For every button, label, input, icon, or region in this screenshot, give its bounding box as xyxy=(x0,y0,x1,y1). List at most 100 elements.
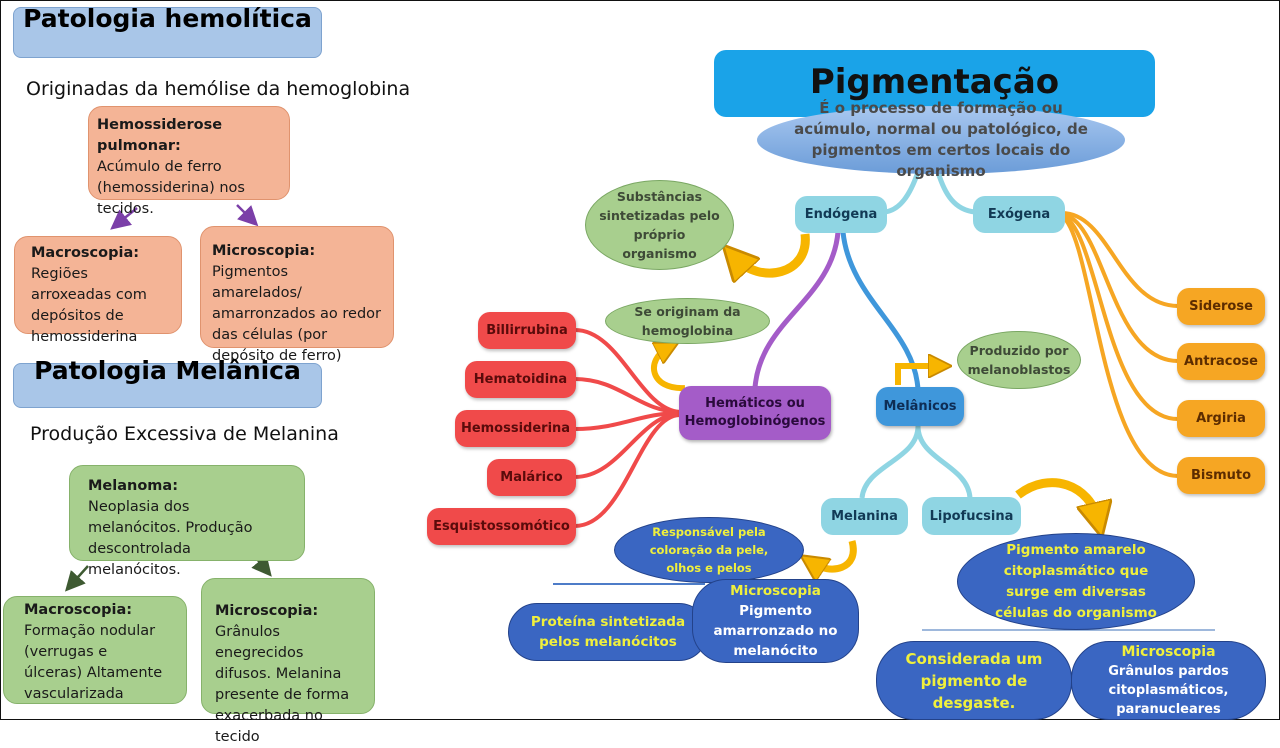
link-malarico xyxy=(574,412,681,479)
exogena-item[interactable]: Bismuto xyxy=(1177,457,1265,494)
lipofucsina-note: Pigmento amarelo citoplasmático que surg… xyxy=(995,541,1157,621)
melanina-microscopia-box: Microscopia Pigmento amarronzado no mela… xyxy=(692,579,859,663)
pigmentacao-title-box: Pigmentação xyxy=(714,50,1155,117)
hematicos-item-label: Esquistossomótico xyxy=(433,519,570,534)
link-hemossiderina xyxy=(574,411,681,431)
hemolitica-subtitle: Originadas da hemólise da hemoglobina xyxy=(26,78,411,100)
link-siderose xyxy=(1061,211,1179,308)
definition-oval: É o processo de formação ou acúmulo, nor… xyxy=(757,99,1125,180)
melanicos-node[interactable]: Melânicos xyxy=(876,387,964,426)
melanoma-heading: Melanoma: xyxy=(88,478,178,494)
exogena-node[interactable]: Exógena xyxy=(973,196,1065,233)
link-endogena-melanicos xyxy=(840,231,921,391)
exogena-item[interactable]: Antracose xyxy=(1177,343,1265,380)
exogena-item[interactable]: Siderose xyxy=(1177,288,1265,325)
link-billirrubina xyxy=(574,328,681,414)
link-title-exogena xyxy=(935,171,976,215)
arrow-to-microscopia-hemo xyxy=(236,204,259,227)
pigmentacao-title: Pigmentação xyxy=(809,62,1060,102)
link-melanicos-lipofucsina xyxy=(915,425,973,499)
microscopia-hemo-text: Pigmentos amarelados/ amarronzados ao re… xyxy=(212,264,382,364)
lipofucsina-micro-title: Microscopia xyxy=(1121,643,1216,660)
melanoma-text: Neoplasia dos melanócitos. Produção desc… xyxy=(88,499,253,578)
macroscopia-mel-card: Macroscopia: Formação nodular (verrugas … xyxy=(3,596,187,704)
macroscopia-hemo-card: Macroscopia: Regiões arroxeadas com depó… xyxy=(14,236,182,345)
melanicos-label: Melânicos xyxy=(883,399,957,414)
link-antracose xyxy=(1061,212,1179,363)
melanina-definition: Proteína sintetizada pelos melanócitos xyxy=(530,614,686,650)
melanina-label: Melanina xyxy=(831,509,898,524)
exogena-item-label: Bismuto xyxy=(1190,468,1252,483)
lipofucsina-microscopia-box: Microscopia Grânulos pardos citoplasmáti… xyxy=(1071,641,1266,720)
arrow-to-macroscopia-mel xyxy=(64,565,89,592)
lipofucsina-note-oval: Pigmento amarelo citoplasmático que surg… xyxy=(957,533,1195,630)
hematicos-item[interactable]: Billirrubina xyxy=(478,312,576,349)
melanina-micro-title: Microscopia xyxy=(730,583,821,599)
melanina-note-oval: Responsável pela coloração da pele, olho… xyxy=(614,517,804,583)
curved-arrow-hematicos-note xyxy=(650,348,686,392)
lipofucsina-definition-box: Considerada um pigmento de desgaste. xyxy=(876,641,1072,720)
microscopia-hemo-card: Microscopia: Pigmentos amarelados/ amarr… xyxy=(200,226,394,364)
hematicos-item-label: Hemossiderina xyxy=(460,421,571,436)
endogena-note-oval: Substâncias sintetizadas pelo próprio or… xyxy=(585,180,734,270)
hematicos-item[interactable]: Hemossiderina xyxy=(455,410,576,447)
link-endogena-hematicos xyxy=(752,231,841,389)
hematicos-item[interactable]: Hematoidina xyxy=(465,361,576,398)
exogena-item-label: Argiria xyxy=(1196,411,1246,426)
link-title-endogena xyxy=(884,171,921,215)
curved-arrow-endogena-note xyxy=(735,233,810,273)
exogena-item-label: Antracose xyxy=(1184,354,1258,369)
macroscopia-mel-heading: Macroscopia: xyxy=(24,602,133,618)
curved-arrow-melanina-note xyxy=(812,540,857,569)
hematicos-item[interactable]: Esquistossomótico xyxy=(427,508,576,545)
hemossiderose-heading: Hemossiderose pulmonar: xyxy=(97,117,223,154)
endogena-node[interactable]: Endógena xyxy=(795,196,887,233)
hematicos-node[interactable]: Hemáticos ou Hemoglobinógenos xyxy=(679,386,831,440)
melanica-title: Patologia Melânica xyxy=(34,356,301,385)
melanica-subtitle: Produção Excessiva de Melanina xyxy=(30,423,339,445)
hemossiderose-text: Acúmulo de ferro (hemossiderina) nos tec… xyxy=(97,159,245,217)
hematicos-item-label: Malárico xyxy=(500,470,563,485)
link-argiria xyxy=(1060,213,1179,421)
link-melanicos-melanina xyxy=(859,425,921,499)
endogena-label: Endógena xyxy=(804,207,878,222)
lipofucsina-micro-text: Grânulos pardos citoplasmáticos, paranuc… xyxy=(1108,663,1229,717)
hemolitica-title-bar xyxy=(13,7,322,58)
hematicos-note-oval: Se originam da hemoglobina xyxy=(605,298,770,344)
exogena-item[interactable]: Argiria xyxy=(1177,400,1265,437)
macroscopia-hemo-heading: Macroscopia: xyxy=(31,245,140,261)
hematicos-note: Se originam da hemoglobina xyxy=(634,304,741,338)
melanicos-note: Produzido por melanoblastos xyxy=(967,343,1071,377)
microscopia-mel-card: Microscopia: Grânulos enegrecidos difuso… xyxy=(201,578,375,745)
melanicos-note-oval: Produzido por melanoblastos xyxy=(957,331,1081,389)
microscopia-mel-text: Grânulos enegrecidos difusos. Melanina p… xyxy=(215,624,350,745)
link-esquistossomotico xyxy=(574,413,681,528)
definition-text: É o processo de formação ou acúmulo, nor… xyxy=(794,99,1088,180)
macroscopia-hemo-text: Regiões arroxeadas com depósitos de hemo… xyxy=(31,266,147,345)
exogena-item-label: Siderose xyxy=(1189,299,1253,314)
connector-layer xyxy=(64,171,1215,631)
melanica-title-bar xyxy=(13,363,322,408)
hematicos-item[interactable]: Malárico xyxy=(487,459,576,496)
melanina-definition-box: Proteína sintetizada pelos melanócitos xyxy=(508,603,708,661)
macroscopia-mel-text: Formação nodular (verrugas e úlceras) Al… xyxy=(24,623,163,702)
melanoma-card: Melanoma: Neoplasia dos melanócitos. Pro… xyxy=(69,465,305,578)
lipofucsina-node[interactable]: Lipofucsina xyxy=(922,497,1021,535)
melanina-node[interactable]: Melanina xyxy=(821,498,908,535)
hematicos-label: Hemáticos ou Hemoglobinógenos xyxy=(684,396,826,429)
lipofucsina-label: Lipofucsina xyxy=(929,508,1014,524)
melanina-micro-text: Pigmento amarronzado no melanócito xyxy=(713,603,838,659)
exogena-label: Exógena xyxy=(987,207,1051,222)
microscopia-hemo-heading: Microscopia: xyxy=(212,243,316,259)
endogena-note: Substâncias sintetizadas pelo próprio or… xyxy=(599,189,720,261)
melanina-note: Responsável pela coloração da pele, olho… xyxy=(649,525,769,575)
hematicos-item-label: Hematoidina xyxy=(473,372,568,387)
lipofucsina-definition: Considerada um pigmento de desgaste. xyxy=(905,649,1043,712)
curved-arrow-lipofucsina-note xyxy=(1015,478,1098,520)
hemolitica-title: Patologia hemolítica xyxy=(23,4,312,33)
microscopia-mel-heading: Microscopia: xyxy=(215,603,319,619)
hemossiderose-card: Hemossiderose pulmonar: Acúmulo de ferro… xyxy=(88,106,290,217)
link-hematoidina xyxy=(574,377,681,414)
bent-arrow-melanicos-note xyxy=(895,366,940,385)
link-bismuto xyxy=(1060,214,1179,478)
